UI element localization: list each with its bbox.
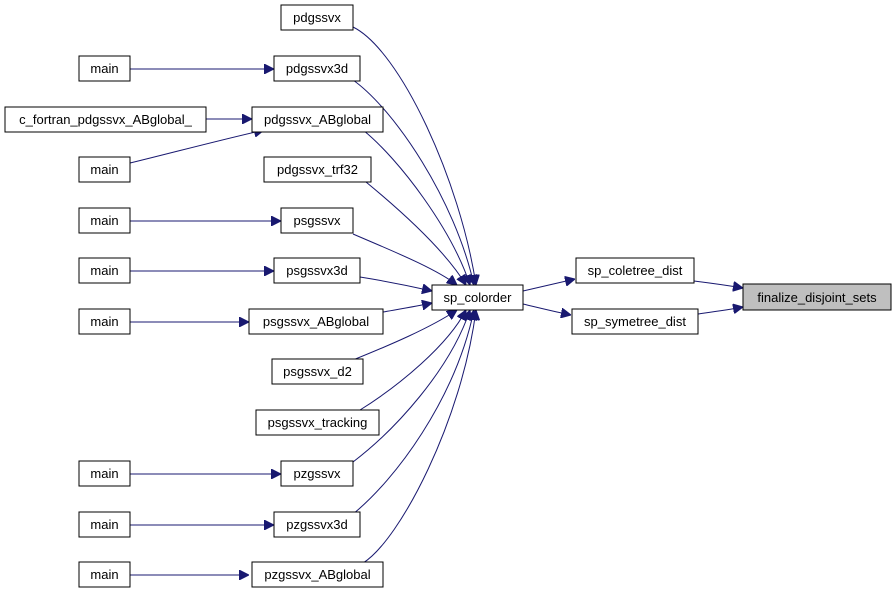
node-label: main <box>90 162 118 177</box>
node-label: main <box>90 517 118 532</box>
node-pdgssvx[interactable]: pdgssvx <box>280 4 354 31</box>
edge-pdgssvx-abglobal-sp-colorder <box>362 129 470 285</box>
edges <box>129 26 743 575</box>
node-label: pdgssvx <box>293 10 341 25</box>
node-psgssvx-tracking[interactable]: psgssvx_tracking <box>255 409 380 436</box>
edge-psgssvx-abglobal-sp-colorder <box>382 303 432 313</box>
node-label: c_fortran_pdgssvx_ABglobal_ <box>19 112 192 127</box>
node-label: main <box>90 466 118 481</box>
edge-sp-colorder-sp-coletree-dist <box>522 279 575 292</box>
node-label: main <box>90 567 118 582</box>
node-label: sp_symetree_dist <box>584 314 686 329</box>
node-main-6[interactable]: main <box>78 460 131 487</box>
node-main-5[interactable]: main <box>78 308 131 335</box>
edge-sp-symetree-dist-finalize <box>697 307 743 315</box>
node-sp-coletree-dist[interactable]: sp_coletree_dist <box>575 257 695 284</box>
node-sp-symetree-dist[interactable]: sp_symetree_dist <box>571 308 699 335</box>
node-label: psgssvx_tracking <box>268 415 368 430</box>
edge-sp-coletree-dist-finalize <box>693 280 743 288</box>
node-label: pdgssvx_trf32 <box>277 162 358 177</box>
node-pzgssvx-abglobal[interactable]: pzgssvx_ABglobal <box>251 561 384 588</box>
node-main-4[interactable]: main <box>78 257 131 284</box>
node-finalize-disjoint-sets[interactable]: finalize_disjoint_sets <box>742 283 892 311</box>
node-label: pzgssvx3d <box>286 517 347 532</box>
node-psgssvx[interactable]: psgssvx <box>280 207 354 234</box>
node-label: sp_colorder <box>444 290 513 305</box>
node-label: psgssvx3d <box>286 263 347 278</box>
edge-main2-pdgssvx-abglobal <box>129 130 264 164</box>
node-pdgssvx3d[interactable]: pdgssvx3d <box>273 55 361 82</box>
edge-pzgssvx-sp-colorder <box>352 310 470 463</box>
edge-psgssvx-sp-colorder <box>352 233 457 285</box>
edge-psgssvx-d2-sp-colorder <box>352 310 457 361</box>
node-label: psgssvx <box>294 213 341 228</box>
edge-pdgssvx3d-sp-colorder <box>352 79 474 285</box>
edge-pzgssvx-abglobal-sp-colorder <box>362 310 476 564</box>
node-pdgssvx-trf32[interactable]: pdgssvx_trf32 <box>263 156 372 183</box>
node-sp-colorder[interactable]: sp_colorder <box>431 284 524 311</box>
node-main-7[interactable]: main <box>78 511 131 538</box>
node-label: psgssvx_ABglobal <box>263 314 369 329</box>
edge-psgssvx3d-sp-colorder <box>359 276 432 291</box>
node-main-8[interactable]: main <box>78 561 131 588</box>
edge-pdgssvx-sp-colorder <box>352 26 476 285</box>
node-label: pzgssvx <box>294 466 341 481</box>
node-label: main <box>90 263 118 278</box>
node-label: main <box>90 61 118 76</box>
node-main-2[interactable]: main <box>78 156 131 183</box>
edge-pzgssvx3d-sp-colorder <box>352 310 474 515</box>
node-pzgssvx[interactable]: pzgssvx <box>280 460 354 487</box>
node-pzgssvx3d[interactable]: pzgssvx3d <box>273 511 361 538</box>
node-label: main <box>90 213 118 228</box>
node-main-1[interactable]: main <box>78 55 131 82</box>
node-label: pdgssvx_ABglobal <box>264 112 371 127</box>
nodes: pdgssvx main pdgssvx3d c_fortran_pdgssvx… <box>4 4 892 588</box>
node-label: pzgssvx_ABglobal <box>264 567 370 582</box>
node-pdgssvx-abglobal[interactable]: pdgssvx_ABglobal <box>251 106 384 133</box>
node-psgssvx-abglobal[interactable]: psgssvx_ABglobal <box>248 308 384 335</box>
node-label: pdgssvx3d <box>286 61 348 76</box>
edge-pdgssvx-trf32-sp-colorder <box>365 181 466 285</box>
node-main-3[interactable]: main <box>78 207 131 234</box>
edge-psgssvx-tracking-sp-colorder <box>359 310 466 411</box>
node-psgssvx-d2[interactable]: psgssvx_d2 <box>271 358 364 385</box>
node-c-fortran-pdgssvx-abglobal[interactable]: c_fortran_pdgssvx_ABglobal_ <box>4 106 207 133</box>
edge-sp-colorder-sp-symetree-dist <box>522 303 571 315</box>
node-psgssvx3d[interactable]: psgssvx3d <box>273 257 361 284</box>
node-label: sp_coletree_dist <box>588 263 683 278</box>
node-label: finalize_disjoint_sets <box>757 290 877 305</box>
node-label: psgssvx_d2 <box>283 364 352 379</box>
node-label: main <box>90 314 118 329</box>
